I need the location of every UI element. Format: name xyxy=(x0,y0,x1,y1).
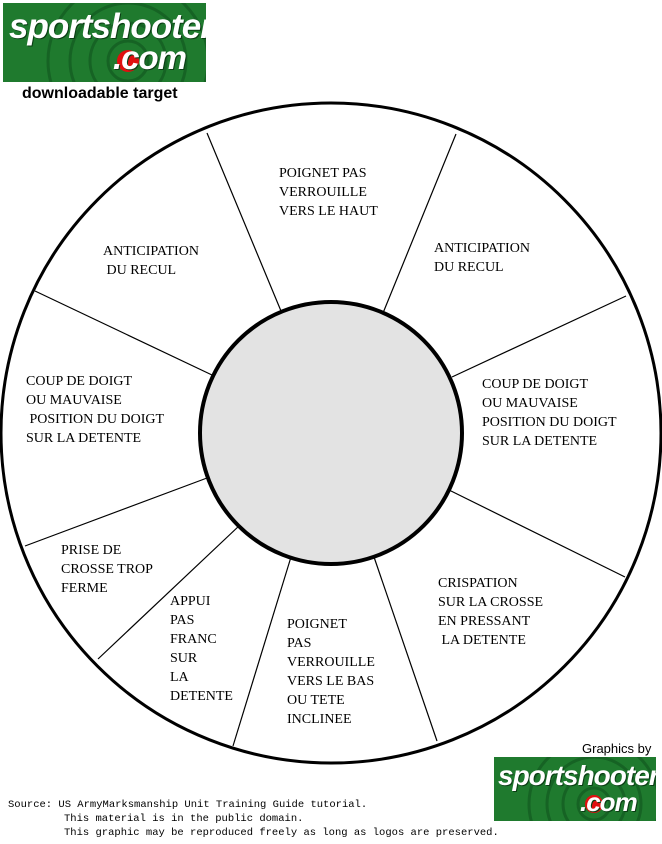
logo-bullseye xyxy=(585,795,603,813)
segment-dividers xyxy=(24,132,627,747)
logo-rings-graphic xyxy=(527,757,656,821)
logo-word-com: .com xyxy=(113,39,187,76)
target-center-circle xyxy=(198,300,464,566)
logo-word-sportshooter: sportshooter xyxy=(498,760,656,791)
divider-bottom-left-inner xyxy=(232,556,292,747)
logo-word-com: .com xyxy=(580,787,638,817)
divider-left-lower xyxy=(24,477,208,547)
divider-top-right xyxy=(382,133,457,314)
divider-right-upper xyxy=(451,295,627,378)
downloadable-target-caption: downloadable target xyxy=(22,85,178,102)
graphics-by-label: Graphics by xyxy=(582,741,652,756)
divider-right-lower xyxy=(448,489,626,578)
divider-bottom-right xyxy=(373,556,438,742)
logo-rings-graphic xyxy=(46,3,206,82)
label-wrist-unlocked-up: POIGNET PAS VERROUILLE VERS LE HAUT xyxy=(279,166,378,219)
source-line-3: This graphic may be reproduced freely as… xyxy=(64,827,499,839)
source-line-2: This material is in the public domain. xyxy=(64,813,304,825)
divider-bottom-left-outer xyxy=(97,524,241,660)
sportshooter-logo-top: sportshooter .com xyxy=(3,3,206,82)
logo-bullseye xyxy=(117,50,139,72)
sportshooter-logo-bottom: sportshooter .com xyxy=(494,757,656,821)
divider-left-upper xyxy=(34,290,213,376)
logo-word-sportshooter: sportshooter xyxy=(9,7,206,46)
label-wrist-unlocked-down: POIGNET PAS VERROUILLE VERS LE BAS OU TE… xyxy=(287,617,375,727)
label-recoil-anticipation-right: ANTICIPATION DU RECUL xyxy=(434,241,530,275)
label-grip-too-tight: PRISE DE CROSSE TROP FERME xyxy=(61,543,153,596)
label-tightening-grip: CRISPATION SUR LA CROSSE EN PRESSANT LA … xyxy=(438,576,544,648)
label-recoil-anticipation-left: ANTICIPATION DU RECUL xyxy=(103,244,199,278)
source-notice: Source: US ArmyMarksmanship Unit Trainin… xyxy=(8,798,499,840)
label-trigger-jerk-left: COUP DE DOIGT OU MAUVAISE POSITION DU DO… xyxy=(26,374,165,446)
label-trigger-jerk-right: COUP DE DOIGT OU MAUVAISE POSITION DU DO… xyxy=(482,377,617,449)
label-unsteady-trigger-press: APPUI PAS FRANC SUR LA DETENTE xyxy=(170,594,233,704)
divider-top-left xyxy=(206,132,282,312)
source-line-1: Source: US ArmyMarksmanship Unit Trainin… xyxy=(8,799,368,811)
